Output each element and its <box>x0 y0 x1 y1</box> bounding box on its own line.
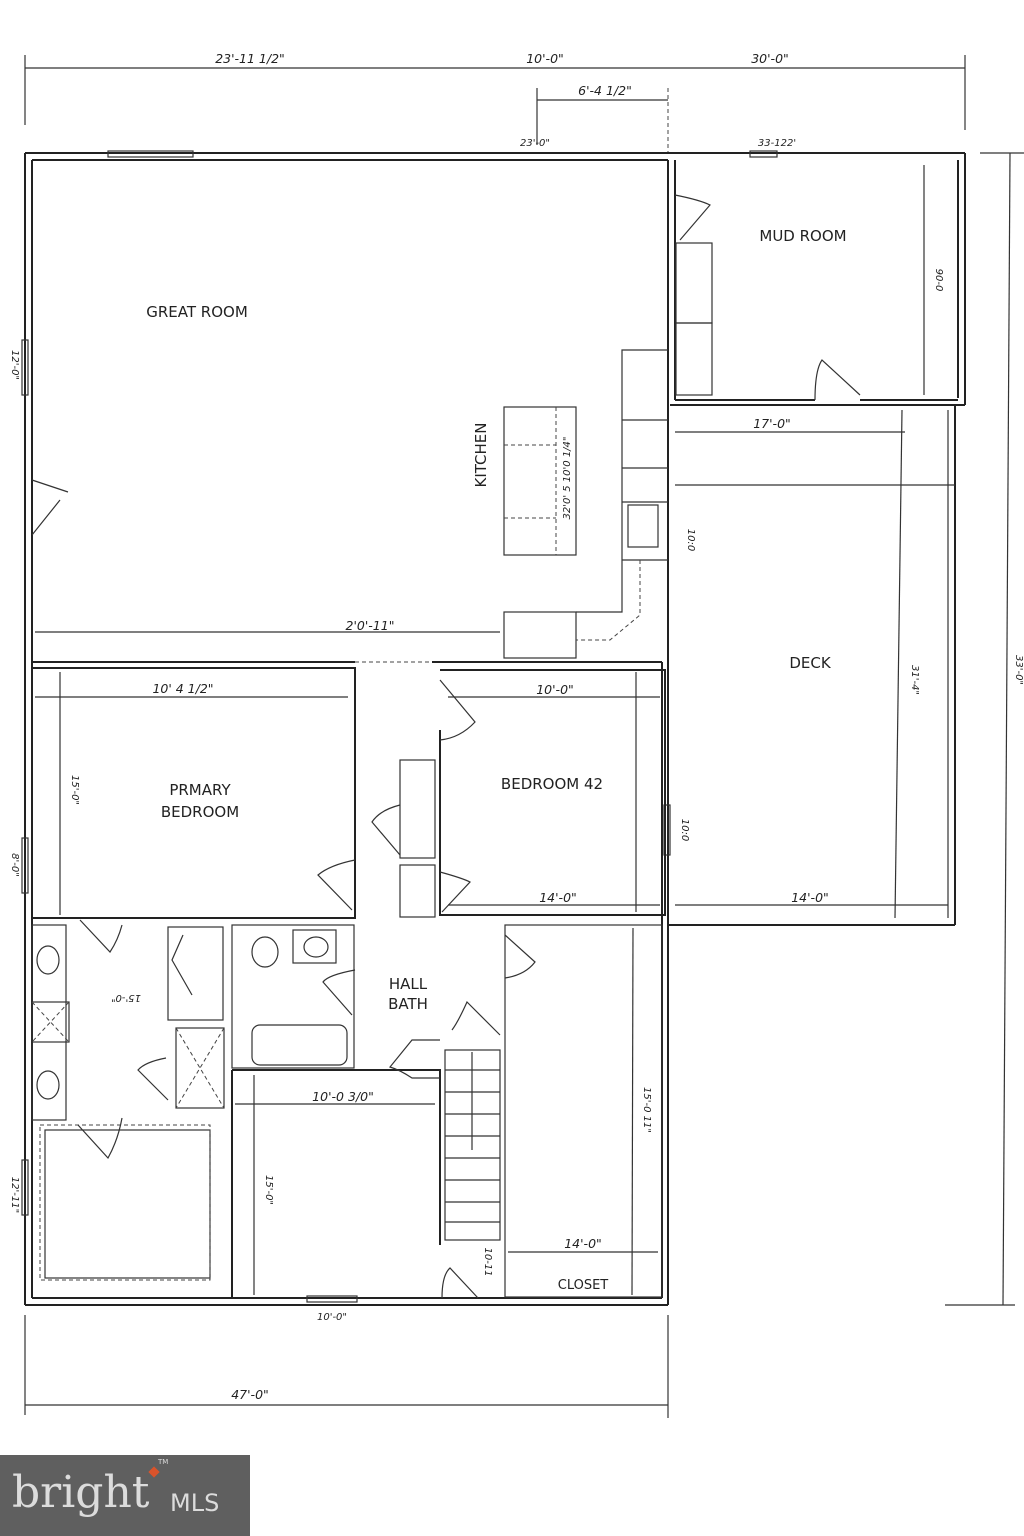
star-icon <box>148 1466 160 1478</box>
range <box>503 611 577 659</box>
dim-deck-bottom: 14'-0" <box>791 890 829 905</box>
closet-room: CLOSET 14'-0" 15'-0 11" <box>504 924 663 1298</box>
door-swing-icon <box>439 679 476 741</box>
dim-closet-room-height: 15'-0 11" <box>641 1087 652 1133</box>
door-swing-icon <box>77 1117 123 1160</box>
dim-left-window-2: 8'-0" <box>9 853 20 877</box>
bedroom-42: BEDROOM 42 10'-0" 14'-0" <box>371 669 666 918</box>
kitchen-sink-icon <box>627 504 659 548</box>
dim-top-right: 30'-0" <box>751 51 789 66</box>
label-primary-bedroom-1: PRMARY <box>169 781 231 799</box>
mud-room: MUD ROOM 90-0 <box>670 160 965 406</box>
door-swing-icon <box>814 359 861 401</box>
bedroom-2: 10'-0 3/0" 15'-0" 10-11 10'-0" <box>231 1039 501 1323</box>
label-mud-room: MUD ROOM <box>759 227 846 245</box>
dim-primary-height: 15'-0" <box>69 775 80 805</box>
dim-bedroom42-width: 10'-0" <box>536 682 574 697</box>
top-dimensions: 23'-11 1/2" 10'-0" 30'-0" 6'-4 1/2" 23'-… <box>24 51 966 152</box>
door-swing-icon <box>439 871 471 913</box>
door-swing-icon <box>388 1039 440 1079</box>
dim-top-left: 23'-11 1/2" <box>215 51 285 66</box>
door-swing-icon <box>322 969 356 1016</box>
dim-deck-window: 10:0 <box>679 819 690 841</box>
dim-primary-width: 10' 4 1/2" <box>152 681 213 696</box>
dim-mud-depth: 90-0 <box>933 269 944 292</box>
dim-overall-right: 33'-0" <box>1013 655 1024 685</box>
door-swing-icon <box>317 859 356 911</box>
dim-top-wall-b: 33-122' <box>758 138 796 149</box>
dim-great-room-width: 2'0'-11" <box>346 618 395 633</box>
dim-overall-bottom: 47'-0" <box>231 1387 269 1402</box>
great-room-kitchen: GREAT ROOM KITCHEN 32'0' 5 10'0 1/4" 2'0… <box>9 303 696 663</box>
primary-bedroom: PRMARY BEDROOM 10' 4 1/2" 15'-0" 8'-0" <box>9 667 356 919</box>
door-swing-icon <box>674 194 711 241</box>
bright-mls-logo: bright TM MLS <box>0 1455 250 1536</box>
door-swing-icon <box>137 1057 169 1101</box>
sink-icon <box>36 1070 60 1100</box>
logo-brand: bright <box>12 1467 150 1518</box>
dim-closet-width: 14'-0" <box>564 1236 602 1251</box>
dim-top-mid: 10'-0" <box>526 51 564 66</box>
door-swing-icon <box>441 1267 479 1299</box>
label-deck: DECK <box>789 654 832 672</box>
shower-icon <box>175 1027 225 1109</box>
label-closet: CLOSET <box>558 1278 609 1293</box>
door-swing-icon <box>504 934 536 979</box>
label-kitchen: KITCHEN <box>472 423 490 488</box>
label-great-room: GREAT ROOM <box>146 303 248 321</box>
dim-left-window-3: 12'-11" <box>9 1177 20 1213</box>
logo-tm: TM <box>158 1458 169 1466</box>
primary-bath: 15'-0" 12'-11" <box>9 917 355 1281</box>
dim-kitchen-window: 10:0 <box>685 529 696 551</box>
logo-suffix: MLS <box>170 1489 220 1517</box>
dim-island: 32'0' 5 10'0 1/4" <box>562 436 573 519</box>
dim-bath-mirror: 15'-0" <box>111 992 141 1003</box>
label-primary-bedroom-2: BEDROOM <box>161 803 239 821</box>
dim-bottom-window: 10'-0" <box>317 1312 347 1323</box>
dim-left-window-1: 12'-0" <box>9 350 20 380</box>
kitchen-island <box>503 406 577 556</box>
dim-bedroom42-bottom: 14'-0" <box>539 890 577 905</box>
sink-icon <box>292 929 337 964</box>
dim-stair-small: 10-11 <box>482 1247 493 1276</box>
deck: DECK 17'-0" 31'-4" 14'-0" 10:0 <box>663 405 956 926</box>
door-swing-icon <box>451 1000 501 1036</box>
door-swing-icon <box>79 919 123 953</box>
dim-deck-top: 17'-0" <box>753 416 791 431</box>
bathtub-icon <box>251 1024 348 1066</box>
walk-in-closet <box>44 1129 211 1279</box>
dim-bedroom2-width: 10'-0 3/0" <box>312 1089 374 1104</box>
label-bedroom-42: BEDROOM 42 <box>501 775 603 793</box>
overall-dimensions: 47'-0" 33'-0" <box>24 152 1024 1418</box>
door-swing-icon <box>31 479 69 536</box>
stairs <box>444 1049 501 1241</box>
dim-bedroom2-height: 15'-0" <box>263 1175 274 1205</box>
dim-top-wall-a: 23'-0" <box>520 138 550 149</box>
label-hall-bath-1: HALL <box>389 975 428 993</box>
toilet-icon <box>251 936 279 968</box>
door-swing-icon <box>371 804 401 856</box>
sink-icon <box>36 945 60 975</box>
dim-top-sub: 6'-4 1/2" <box>578 83 632 98</box>
exterior-walls <box>21 150 966 1306</box>
hall-bath: HALL BATH <box>231 924 501 1069</box>
label-hall-bath-2: BATH <box>388 995 428 1013</box>
dim-deck-height: 31'-4" <box>909 665 920 695</box>
